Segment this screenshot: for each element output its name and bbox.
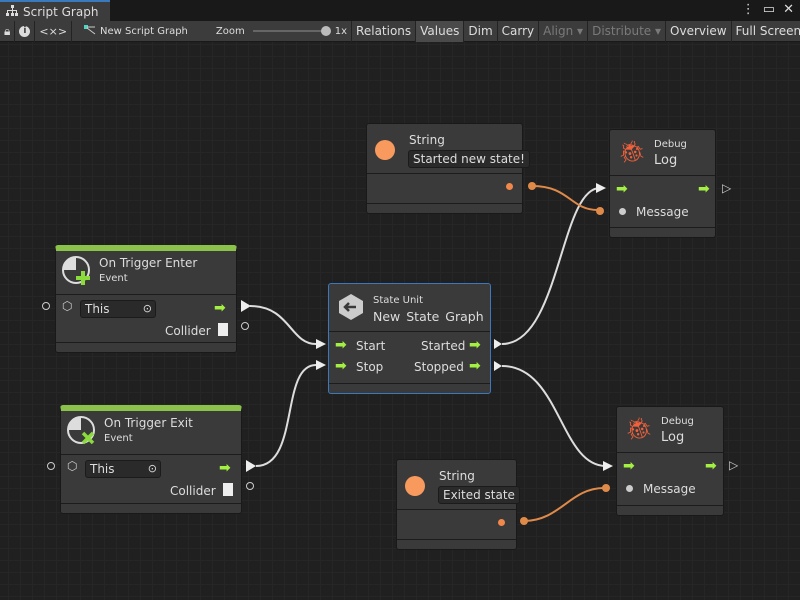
node-title: String (439, 469, 475, 483)
bug-icon: 🐞︎ (618, 140, 646, 165)
collider-output-port[interactable] (241, 322, 249, 330)
graph-name: New Script Graph (100, 25, 188, 37)
align-dropdown[interactable]: Align ▾ (539, 20, 589, 42)
on-trigger-enter-node[interactable]: On Trigger Enter Event ⬡ This ⊙ ➡ Collide… (55, 245, 237, 353)
document-icon (218, 323, 228, 336)
trigger-enter-input-port[interactable] (42, 302, 50, 310)
started-flow-icon[interactable]: ➡ (469, 337, 481, 353)
wire-string1-log1 (531, 185, 599, 211)
zoom-label: Zoom (215, 25, 245, 37)
flow-input-icon[interactable]: ➡ (623, 458, 635, 474)
flow-output-icon[interactable]: ➡ (698, 181, 710, 197)
lock-icon[interactable]: 🔒︎ (0, 20, 16, 42)
tab-bar: Script Graph ⋮ ▭ ✕ (0, 0, 800, 21)
relations-button[interactable]: Relations (351, 20, 417, 42)
wire-enter-start (249, 305, 317, 345)
zoom-slider[interactable] (252, 26, 331, 36)
message-label: Message (636, 205, 689, 219)
collider-label: Collider (170, 484, 216, 498)
gameobject-icon: ⬡ (62, 299, 73, 313)
string-icon (405, 476, 425, 496)
string-output-port[interactable] (506, 183, 513, 190)
node-category: State Unit (373, 295, 424, 306)
node-subtitle: Event (104, 433, 133, 444)
toolbar: 🔒︎ i <×> New Script Graph Zoom 1x Relati… (0, 20, 800, 42)
stopped-flow-icon[interactable]: ➡ (469, 358, 481, 374)
flow-input-icon[interactable]: ➡ (616, 181, 628, 197)
string-icon (375, 140, 395, 160)
kebab-menu-icon[interactable]: ⋮ (741, 2, 755, 17)
object-picker-icon[interactable]: ⊙ (142, 302, 152, 315)
flow-output-icon[interactable]: ➡ (214, 300, 226, 316)
node-category: Debug (654, 139, 687, 150)
wire-started-log1 (501, 187, 601, 345)
trigger-enter-icon (62, 256, 92, 289)
values-button[interactable]: Values (416, 20, 465, 42)
string-node-1[interactable]: String Started new state! (366, 123, 530, 214)
tab-title: Script Graph (23, 4, 99, 19)
node-title: Log (654, 153, 678, 168)
document-icon (223, 483, 233, 496)
string-value-field[interactable]: Exited state (438, 486, 520, 504)
hierarchy-icon (6, 4, 18, 19)
carry-button[interactable]: Carry (498, 20, 540, 42)
zoom-value: 1x (334, 25, 348, 37)
message-port-dot (619, 208, 626, 215)
info-icon[interactable]: i (15, 20, 36, 42)
full-screen-button[interactable]: Full Screen (732, 21, 800, 42)
start-label: Start (356, 339, 386, 353)
overview-button[interactable]: Overview (666, 20, 732, 42)
stopped-label: Stopped (414, 360, 464, 374)
target-field[interactable]: This ⊙ (85, 460, 161, 478)
flow-output-port[interactable]: ▷ (722, 181, 732, 195)
wire-string2-log2 (523, 487, 605, 522)
node-title: Log (661, 430, 685, 445)
on-trigger-exit-node[interactable]: On Trigger Exit Event ⬡ This ⊙ ➡ Collider (60, 405, 242, 514)
graph-canvas[interactable]: String Started new state! 🐞︎ Debug Log ➡… (0, 42, 800, 600)
graph-breadcrumb[interactable]: New Script Graph Zoom 1x (72, 21, 351, 42)
variables-button[interactable]: <×> (35, 20, 73, 42)
bug-icon: 🐞︎ (625, 417, 653, 442)
node-title: String (409, 133, 445, 147)
state-unit-icon (337, 293, 365, 324)
wire-stopped-log2 (501, 365, 607, 467)
debug-log-node-1[interactable]: 🐞︎ Debug Log ➡ ➡ Message (609, 129, 716, 238)
node-title: On Trigger Exit (104, 416, 193, 430)
target-value: This (90, 462, 115, 476)
started-label: Started (421, 339, 466, 353)
node-title: On Trigger Enter (99, 256, 198, 270)
flow-output-icon[interactable]: ➡ (219, 460, 231, 476)
collider-label: Collider (165, 324, 211, 338)
object-picker-icon[interactable]: ⊙ (147, 462, 157, 475)
string-value-field[interactable]: Started new state! (408, 150, 530, 168)
string-node-2[interactable]: String Exited state (396, 459, 520, 550)
graph-icon (84, 24, 96, 38)
trigger-exit-input-port[interactable] (47, 462, 55, 470)
trigger-exit-icon (67, 416, 97, 449)
message-port-dot (626, 485, 633, 492)
state-unit-node[interactable]: State Unit New State Graph ➡ Start Start… (328, 283, 491, 394)
close-icon[interactable]: ✕ (783, 2, 794, 17)
stop-flow-icon[interactable]: ➡ (335, 358, 347, 374)
maximize-icon[interactable]: ▭ (762, 2, 776, 17)
collider-output-port[interactable] (246, 482, 254, 490)
gameobject-icon: ⬡ (67, 459, 78, 473)
flow-output-icon[interactable]: ➡ (705, 458, 717, 474)
flow-output-port[interactable]: ▷ (729, 458, 739, 472)
tab-script-graph[interactable]: Script Graph (0, 0, 110, 21)
message-label: Message (643, 482, 696, 496)
start-flow-icon[interactable]: ➡ (335, 337, 347, 353)
distribute-dropdown[interactable]: Distribute ▾ (588, 20, 667, 42)
node-title: New State Graph (373, 309, 484, 324)
node-subtitle: Event (99, 273, 128, 284)
node-category: Debug (661, 416, 694, 427)
wire-exit-stop (255, 364, 317, 467)
debug-log-node-2[interactable]: 🐞︎ Debug Log ➡ ➡ Message (616, 406, 724, 516)
connections (241, 182, 613, 525)
string-output-port[interactable] (498, 519, 505, 526)
stop-label: Stop (356, 360, 384, 374)
target-value: This (85, 302, 110, 316)
dim-button[interactable]: Dim (464, 20, 498, 42)
target-field[interactable]: This ⊙ (80, 300, 156, 318)
